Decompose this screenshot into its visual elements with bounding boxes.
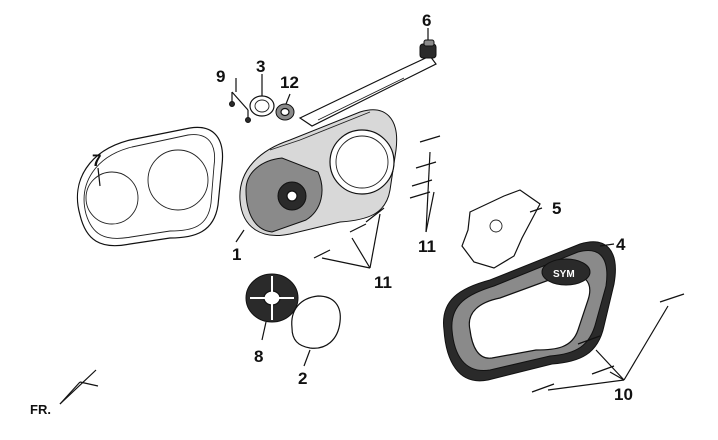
label-10: 10 — [614, 385, 633, 404]
label-4: 4 — [616, 235, 626, 254]
label-11-upper: 11 — [418, 237, 436, 256]
cap-part-6 — [419, 30, 437, 59]
seal-part-3 — [249, 95, 275, 117]
outer-cover-part-4 — [443, 241, 616, 382]
bearing-part-12 — [275, 103, 295, 121]
label-8: 8 — [254, 347, 263, 366]
leader-lines — [97, 28, 669, 391]
screws-part-11b — [313, 207, 385, 259]
label-5: 5 — [552, 199, 561, 218]
label-9: 9 — [216, 67, 225, 86]
front-direction-arrow — [59, 369, 99, 405]
label-2: 2 — [298, 369, 307, 388]
filter-cover-part-2 — [291, 295, 341, 349]
label-1: 1 — [232, 245, 241, 264]
plate-part-5 — [461, 189, 541, 269]
label-7: 7 — [92, 151, 101, 170]
filter-part-8 — [245, 273, 299, 323]
label-6: 6 — [422, 11, 431, 30]
screws-part-11a — [409, 135, 441, 199]
label-3: 3 — [256, 57, 265, 76]
inner-cover-part-1 — [239, 109, 398, 236]
label-12: 12 — [280, 73, 299, 92]
screws-part-10 — [531, 293, 685, 393]
label-11-lower: 11 — [374, 273, 392, 292]
cable-guide-arm — [298, 55, 437, 127]
logo-text: SYM — [553, 269, 575, 280]
gasket-part-7 — [76, 126, 224, 247]
bolts-part-9 — [229, 92, 251, 123]
front-label: FR. — [30, 402, 51, 417]
